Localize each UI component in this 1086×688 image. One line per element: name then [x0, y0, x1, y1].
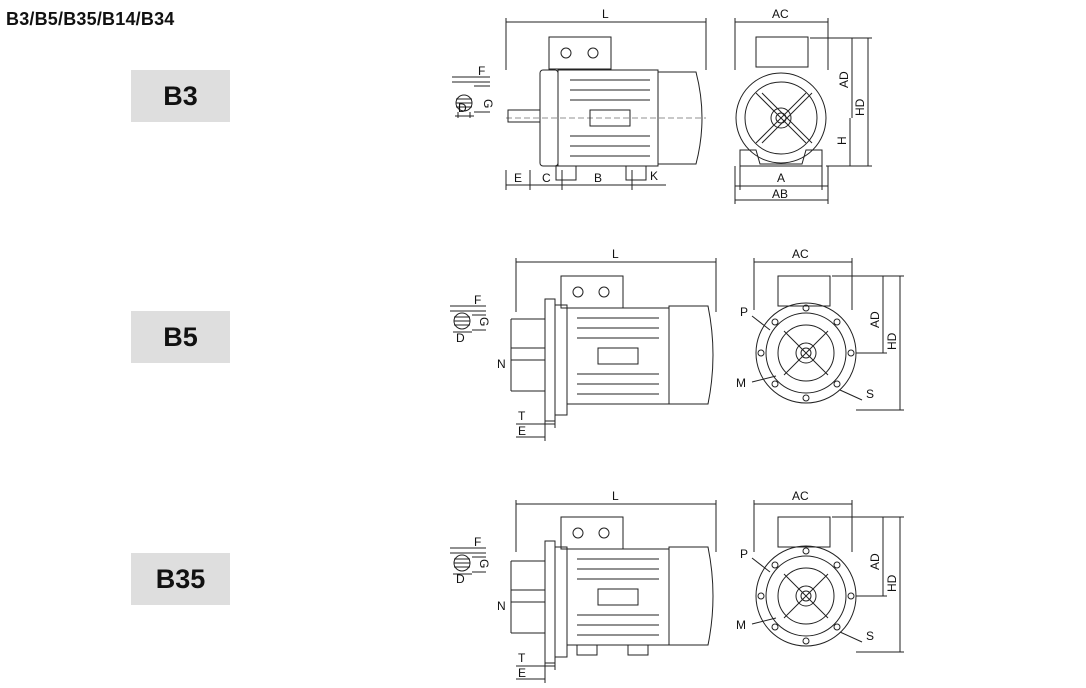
b35-drawing: F G D L N T E [450, 489, 904, 683]
b3-side-view [505, 18, 707, 190]
b35-dim-f: F [474, 535, 481, 549]
b5-side-view [510, 258, 717, 441]
b35-dim-ac: AC [792, 489, 809, 503]
b5-shaft-detail [450, 305, 486, 333]
b3-dim-f: F [478, 64, 485, 78]
b5-dim-d: D [456, 331, 465, 345]
b3-front-view [734, 18, 872, 204]
b5-dim-n: N [497, 357, 506, 371]
b35-dim-ad: AD [868, 553, 882, 570]
b35-dim-n: N [497, 599, 506, 613]
b35-dim-m: M [736, 618, 746, 632]
b5-dim-e: E [518, 424, 526, 438]
b5-dim-t: T [518, 409, 526, 423]
b3-dim-ac: AC [772, 7, 789, 21]
b35-dim-p: P [740, 547, 748, 561]
b35-dim-e: E [518, 666, 526, 680]
b3-dim-a: A [777, 171, 785, 185]
b5-dim-ad: AD [868, 311, 882, 328]
mount-label-b5: B5 [131, 311, 230, 363]
b3-dim-ad: AD [837, 71, 851, 88]
b35-dim-hd: HD [885, 574, 899, 592]
page-title: B3/B5/B35/B14/B34 [6, 9, 175, 29]
b3-dim-k: K [650, 169, 658, 183]
b3-dim-h: H [835, 136, 849, 145]
b35-shaft-detail [450, 547, 486, 575]
b3-drawing: F G D [452, 7, 872, 204]
b3-dim-d: D [458, 101, 467, 115]
b5-dim-g: G [477, 317, 491, 326]
b35-front-view [751, 500, 904, 653]
b3-dim-c: C [542, 171, 551, 185]
b5-dim-s: S [866, 387, 874, 401]
b3-dim-b: B [594, 171, 602, 185]
b3-shaft-detail [452, 76, 490, 118]
b35-dim-t: T [518, 651, 526, 665]
b35-dim-g: G [477, 559, 491, 568]
mount-label-b35: B35 [131, 553, 230, 605]
b3-dim-ab: AB [772, 187, 788, 201]
b35-dim-l: L [612, 489, 619, 503]
b5-dim-hd: HD [885, 332, 899, 350]
b5-dim-p: P [740, 305, 748, 319]
b5-drawing: F G D L N T E [450, 247, 904, 441]
b3-dim-hd: HD [853, 98, 867, 116]
b35-dim-s: S [866, 629, 874, 643]
b35-dim-d: D [456, 572, 465, 586]
b3-dim-g: G [481, 99, 495, 108]
b5-dim-f: F [474, 293, 481, 307]
b5-dim-l: L [612, 247, 619, 261]
b3-dim-l: L [602, 7, 609, 21]
b5-dim-ac: AC [792, 247, 809, 261]
mount-label-b3: B3 [131, 70, 230, 122]
b5-front-view [751, 258, 904, 411]
b35-side-view [510, 500, 717, 683]
b3-dim-e: E [514, 171, 522, 185]
b5-dim-m: M [736, 376, 746, 390]
